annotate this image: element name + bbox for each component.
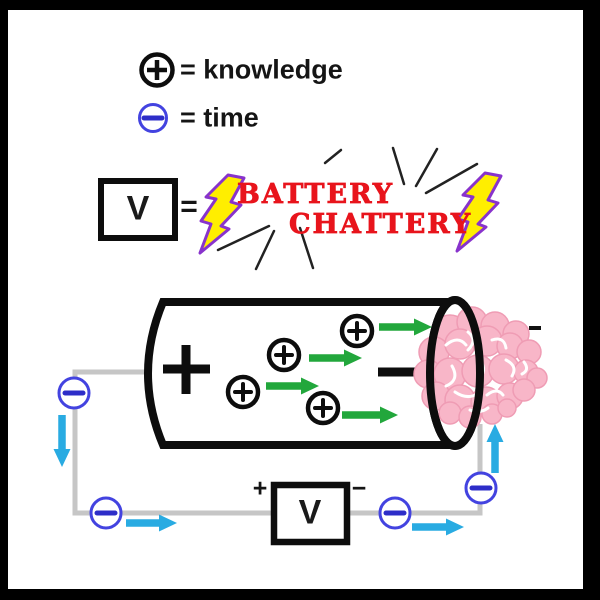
voltage-box-label: V — [126, 189, 150, 228]
lightning-bolt-icon — [455, 171, 503, 253]
voltmeter-minus-label: − — [351, 474, 367, 503]
time-flow-arrow — [412, 518, 464, 536]
plus-charge-icon — [266, 337, 302, 373]
lightning-bolt-icon — [198, 173, 246, 255]
minus-in-circle-icon — [138, 103, 168, 133]
legend-time-label: = time — [180, 102, 259, 133]
brain-illustration — [413, 306, 548, 429]
cylinder-end-cap-outline — [426, 296, 484, 450]
legend-knowledge-label: = knowledge — [180, 54, 343, 85]
plus-in-circle-icon — [139, 52, 175, 88]
emphasis-dashes — [216, 146, 479, 271]
voltmeter-plus-label: + — [252, 474, 268, 503]
time-flow-arrow — [486, 424, 504, 473]
equals-sign: = — [180, 190, 198, 223]
plus-charge-icon — [305, 390, 341, 426]
voltmeter-box — [270, 481, 351, 546]
charge-flow-arrow — [266, 377, 319, 395]
charge-flow-arrow — [309, 349, 362, 367]
voltmeter-label: V — [298, 493, 322, 532]
voltage-box — [98, 178, 178, 241]
charge-flow-arrow — [342, 406, 398, 424]
charge-flow-arrow — [379, 318, 432, 336]
knowledge-charges — [225, 313, 432, 426]
title-word-chattery: CHATTERY — [289, 209, 473, 241]
battery-plus-terminal — [163, 345, 210, 394]
minus-in-circle-icon — [464, 471, 498, 505]
minus-in-circle-icon — [89, 496, 123, 530]
title-word-battery: BATTERY — [237, 179, 394, 211]
minus-in-circle-icon — [378, 496, 412, 530]
plus-charge-icon — [339, 313, 375, 349]
plus-charge-icon — [225, 374, 261, 410]
minus-in-circle-icon — [57, 376, 91, 410]
battery-cylinder — [144, 296, 484, 450]
time-flow-arrow — [126, 514, 177, 532]
time-flow-arrow — [53, 415, 71, 467]
